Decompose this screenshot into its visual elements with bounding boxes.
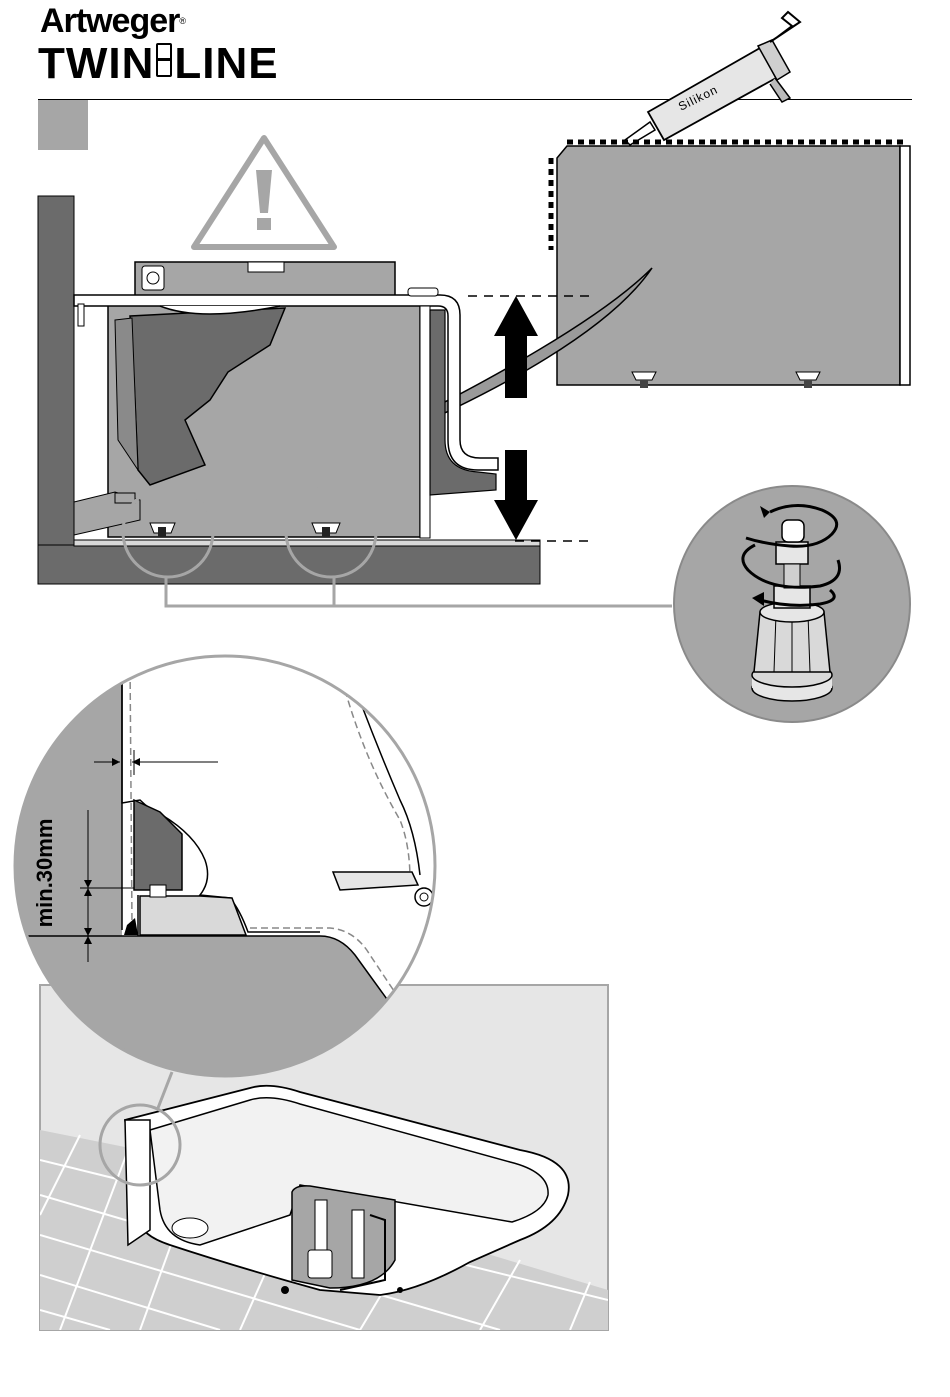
adjustable-foot-detail: [674, 486, 910, 722]
up-down-arrow-icon: [494, 296, 538, 540]
silicone-gun-icon: [625, 12, 800, 145]
warning-triangle-icon: [194, 138, 334, 247]
min-gap-label: min.30mm: [32, 819, 58, 928]
